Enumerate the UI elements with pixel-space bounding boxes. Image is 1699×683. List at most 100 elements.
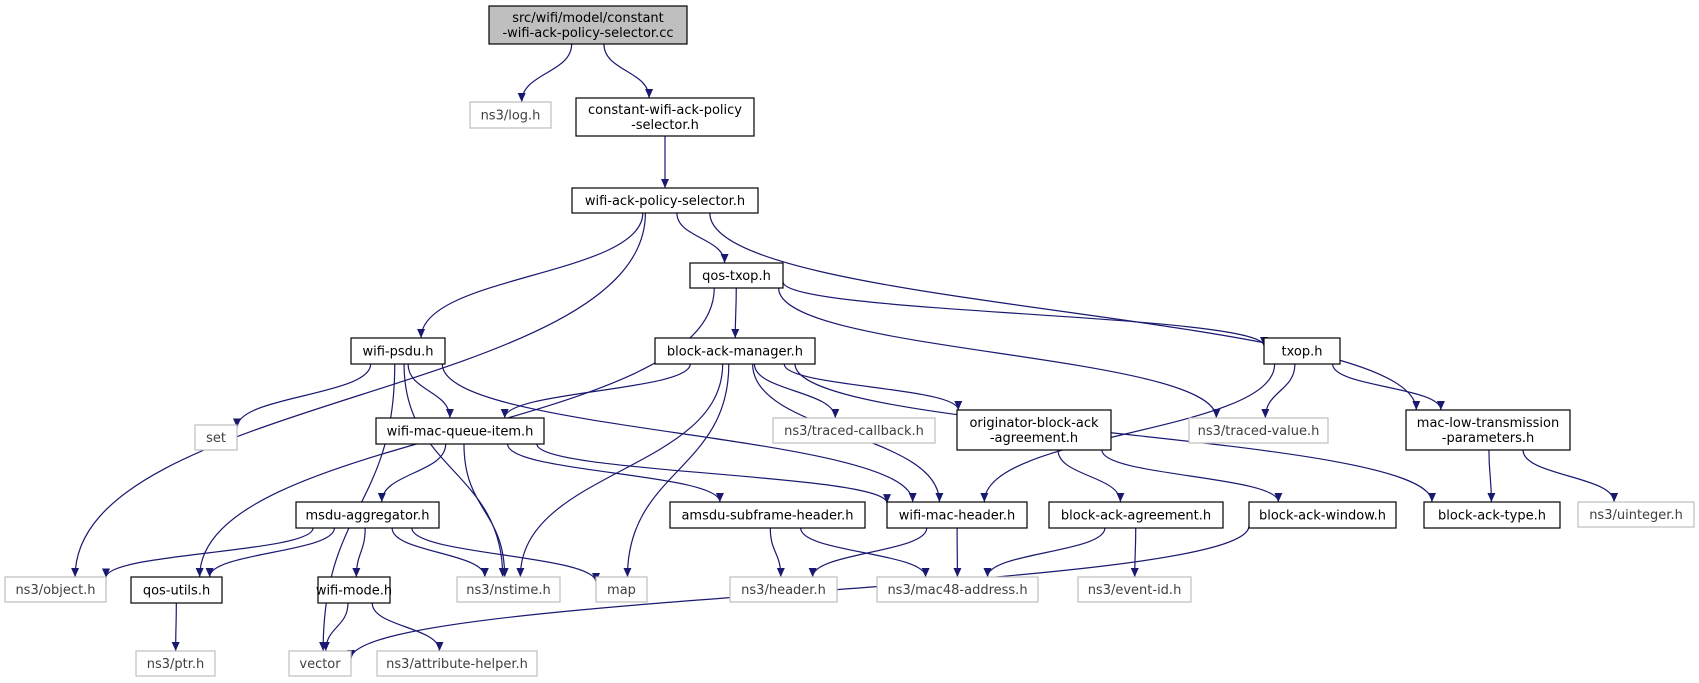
edge-waps-to-mltp <box>709 212 1421 411</box>
node-batype[interactable]: block-ack-type.h <box>1423 501 1561 529</box>
edge-msdu-to-nstime <box>391 527 489 578</box>
edge-txop-to-mltp <box>1332 363 1445 411</box>
edge-qostxop-to-bam <box>731 287 740 339</box>
node-label: block-ack-type.h <box>1438 509 1546 524</box>
node-cwaps[interactable]: constant-wifi-ack-policy-selector.h <box>575 97 755 137</box>
edge-mltp-to-batype <box>1487 449 1496 503</box>
node-root[interactable]: src/wifi/model/constant-wifi-ack-policy-… <box>488 5 688 45</box>
edge-wmh-to-header <box>808 527 928 578</box>
node-label: ns3/uinteger.h <box>1589 508 1683 523</box>
node-label: ns3/header.h <box>741 583 826 598</box>
node-box <box>886 501 1028 529</box>
edge-wmqi-to-amsdu <box>506 443 724 503</box>
node-label: amsdu-subframe-header.h <box>681 509 853 524</box>
node-box <box>729 576 838 603</box>
node-label: wifi-mac-queue-item.h <box>387 425 534 440</box>
edge-txop-to-tv <box>1261 363 1296 419</box>
edge-wmqi-to-nstime <box>463 443 509 578</box>
file-nodes: src/wifi/model/constant-wifi-ack-policy-… <box>4 5 1695 677</box>
node-txop[interactable]: txop.h <box>1263 337 1341 365</box>
node-box <box>295 501 440 529</box>
edge-msdu-to-map <box>411 527 600 583</box>
node-wmqi[interactable]: wifi-mac-queue-item.h <box>375 417 545 445</box>
node-box <box>654 337 816 365</box>
node-oba[interactable]: originator-block-ack-agreement.h <box>956 409 1112 451</box>
edge-waps-to-object <box>71 212 647 578</box>
node-label: ns3/event-id.h <box>1088 583 1182 598</box>
edge-psdu-to-nstime <box>403 363 507 578</box>
edge-bam-to-tcb <box>753 363 840 419</box>
node-baw[interactable]: block-ack-window.h <box>1248 501 1397 529</box>
node-object: ns3/object.h <box>4 576 107 603</box>
edge-waps-to-psdu <box>417 212 644 339</box>
node-box <box>669 501 866 529</box>
node-label: set <box>206 431 226 446</box>
node-box <box>288 650 352 677</box>
node-box <box>469 101 552 129</box>
node-box <box>1405 409 1571 451</box>
node-box <box>1248 501 1397 529</box>
node-box <box>317 576 391 604</box>
node-box <box>1577 501 1695 528</box>
node-psdu[interactable]: wifi-psdu.h <box>350 337 446 365</box>
edge-amsdu-to-mac48 <box>800 527 930 578</box>
node-box <box>4 576 107 603</box>
edge-msdu-to-qosutils <box>205 527 335 578</box>
node-label: ns3/traced-value.h <box>1198 424 1320 439</box>
edge-root-to-log <box>517 43 573 103</box>
node-label: block-ack-agreement.h <box>1061 509 1211 524</box>
node-label: msdu-aggregator.h <box>306 509 430 524</box>
node-log: ns3/log.h <box>469 101 552 129</box>
node-box <box>350 337 446 365</box>
node-amsdu[interactable]: amsdu-subframe-header.h <box>669 501 866 529</box>
edge-qostxop-to-tv <box>777 287 1221 419</box>
node-waps[interactable]: wifi-ack-policy-selector.h <box>571 187 759 214</box>
node-wmode[interactable]: wifi-mode.h <box>316 576 392 604</box>
node-box <box>1048 501 1224 529</box>
node-box <box>376 650 538 677</box>
node-bam[interactable]: block-ack-manager.h <box>654 337 816 365</box>
edge-txop-to-wmh <box>980 363 1276 503</box>
node-label: ns3/mac48-address.h <box>887 583 1027 598</box>
node-label: block-ack-manager.h <box>667 345 803 360</box>
edge-oba-to-baw <box>1101 449 1283 503</box>
node-tv: ns3/traced-value.h <box>1188 417 1329 444</box>
node-label: ns3/attribute-helper.h <box>386 657 528 672</box>
node-label: block-ack-window.h <box>1259 509 1386 524</box>
node-tcb: ns3/traced-callback.h <box>772 417 936 444</box>
edge-mltp-to-uint <box>1522 449 1619 503</box>
edge-msdu-to-object <box>102 527 314 578</box>
node-qostxop[interactable]: qos-txop.h <box>689 262 784 289</box>
node-label: vector <box>299 657 341 672</box>
node-baa[interactable]: block-ack-agreement.h <box>1048 501 1224 529</box>
edge-wmqi-to-wmh <box>536 443 891 504</box>
node-box <box>1188 417 1329 444</box>
node-header: ns3/header.h <box>729 576 838 603</box>
node-label: ns3/log.h <box>481 109 541 124</box>
node-box <box>488 5 688 45</box>
edge-qostxop-to-txop <box>782 281 1268 347</box>
node-box <box>135 650 216 677</box>
node-label: ns3/traced-callback.h <box>784 424 924 439</box>
node-label: -agreement.h <box>990 431 1078 446</box>
node-mltp[interactable]: mac-low-transmission-parameters.h <box>1405 409 1571 451</box>
node-attr: ns3/attribute-helper.h <box>376 650 538 677</box>
edge-wmqi-to-msdu <box>377 443 447 503</box>
node-box <box>595 576 648 603</box>
node-label: constant-wifi-ack-policy <box>588 103 742 118</box>
node-wmh[interactable]: wifi-mac-header.h <box>886 501 1028 529</box>
node-vector: vector <box>288 650 352 677</box>
node-box <box>194 424 238 451</box>
edge-root-to-cwaps <box>603 43 654 99</box>
node-qosutils[interactable]: qos-utils.h <box>130 576 223 604</box>
node-box <box>130 576 223 604</box>
node-ptr: ns3/ptr.h <box>135 650 216 677</box>
node-label: src/wifi/model/constant <box>512 11 664 26</box>
edge-oba-to-baa <box>1057 449 1125 503</box>
node-label: wifi-mac-header.h <box>899 509 1016 524</box>
node-map: map <box>595 576 648 603</box>
node-msdu[interactable]: msdu-aggregator.h <box>295 501 440 529</box>
edge-psdu-to-wmh <box>441 363 917 503</box>
node-label: originator-block-ack <box>969 416 1099 431</box>
